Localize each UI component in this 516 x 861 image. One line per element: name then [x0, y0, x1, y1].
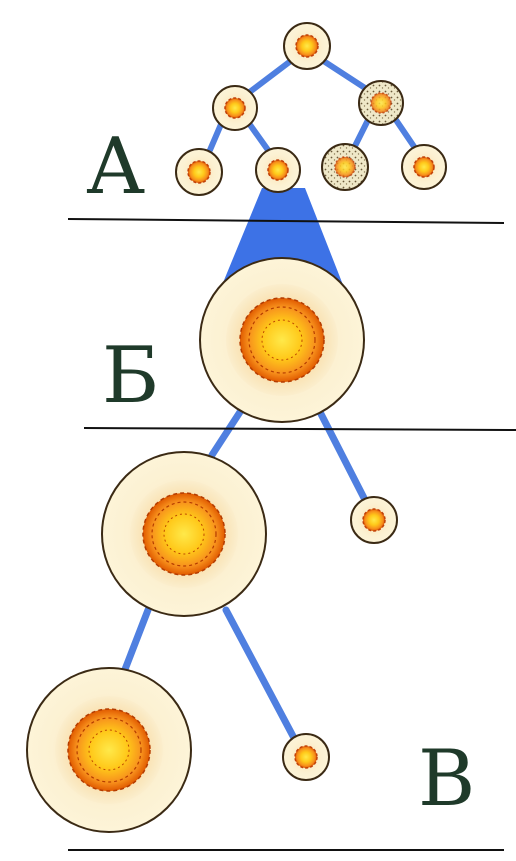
cell-degenerating — [321, 143, 369, 191]
cell-small — [175, 148, 223, 196]
connector-line — [222, 606, 298, 742]
connector-line — [244, 57, 295, 97]
connector-line — [245, 119, 271, 153]
cell-degenerating — [358, 80, 404, 126]
cell-large — [199, 257, 365, 423]
connector-line — [351, 117, 371, 151]
cell-large — [26, 667, 192, 833]
connector-line — [120, 606, 152, 676]
cell-large — [101, 451, 267, 617]
connector-line — [207, 119, 225, 153]
stage-label-a: А — [86, 122, 145, 212]
divider-line-b — [83, 427, 516, 431]
cell-small — [401, 144, 447, 190]
cell-small — [255, 147, 301, 193]
connectors-lower — [120, 408, 368, 742]
cell-small — [283, 22, 331, 70]
cell-small — [350, 496, 398, 544]
connector-line — [393, 117, 418, 151]
cell-small — [212, 85, 258, 131]
connector-line — [316, 408, 368, 502]
stage-label-b: Б — [102, 331, 159, 421]
connector-line — [319, 57, 368, 91]
divider-line-a — [67, 218, 505, 224]
connectors-stage-a — [207, 57, 418, 153]
stage-label-c: В — [418, 734, 475, 824]
connector-line — [208, 408, 244, 459]
cell-small — [282, 733, 330, 781]
